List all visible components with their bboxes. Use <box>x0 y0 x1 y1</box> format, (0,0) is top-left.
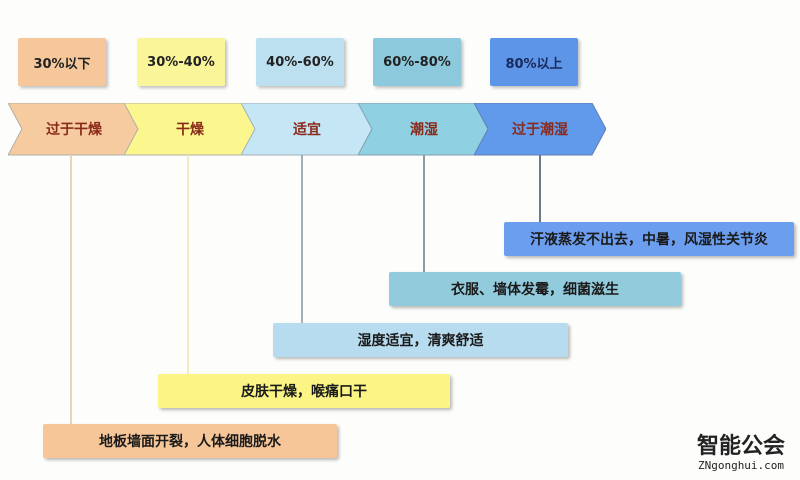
watermark-site: ZNgonghui.com <box>697 459 785 472</box>
connector-line <box>539 155 541 222</box>
level-label: 适宜 <box>293 122 321 138</box>
range-box-below-30: 30%以下 <box>18 38 106 86</box>
level-humid: 潮湿 <box>358 103 490 156</box>
level-too-dry: 过于干燥 <box>8 103 140 156</box>
level-suitable: 适宜 <box>241 103 373 156</box>
level-label: 潮湿 <box>410 122 438 138</box>
range-box-30-40: 30%-40% <box>137 38 225 86</box>
level-too-humid: 过于潮湿 <box>474 103 606 156</box>
level-label: 干燥 <box>176 122 204 138</box>
range-box-above-80: 80%以上 <box>490 38 578 86</box>
watermark-logo: 智能公会 ZNgonghui.com <box>696 434 786 473</box>
connector-line <box>70 155 72 424</box>
level-label: 过于潮湿 <box>512 122 568 138</box>
effect-dry: 皮肤干燥，喉痛口干 <box>158 374 450 408</box>
connector-line <box>423 155 425 273</box>
range-box-40-60: 40%-60% <box>256 38 344 86</box>
level-label: 过于干燥 <box>46 122 102 138</box>
chevron-shape-icon <box>474 103 606 156</box>
watermark-brand: 智能公会 <box>696 434 785 459</box>
effect-suitable: 湿度适宜，清爽舒适 <box>273 323 568 357</box>
connector-line <box>187 155 189 374</box>
effect-humid: 衣服、墙体发霉，细菌滋生 <box>389 272 681 306</box>
effect-too-dry: 地板墙面开裂，人体细胞脱水 <box>43 424 337 458</box>
level-dry: 干燥 <box>124 103 256 156</box>
range-box-60-80: 60%-80% <box>373 38 461 86</box>
connector-line <box>301 155 303 323</box>
effect-too-humid: 汗液蒸发不出去，中暑，风湿性关节炎 <box>504 222 794 256</box>
